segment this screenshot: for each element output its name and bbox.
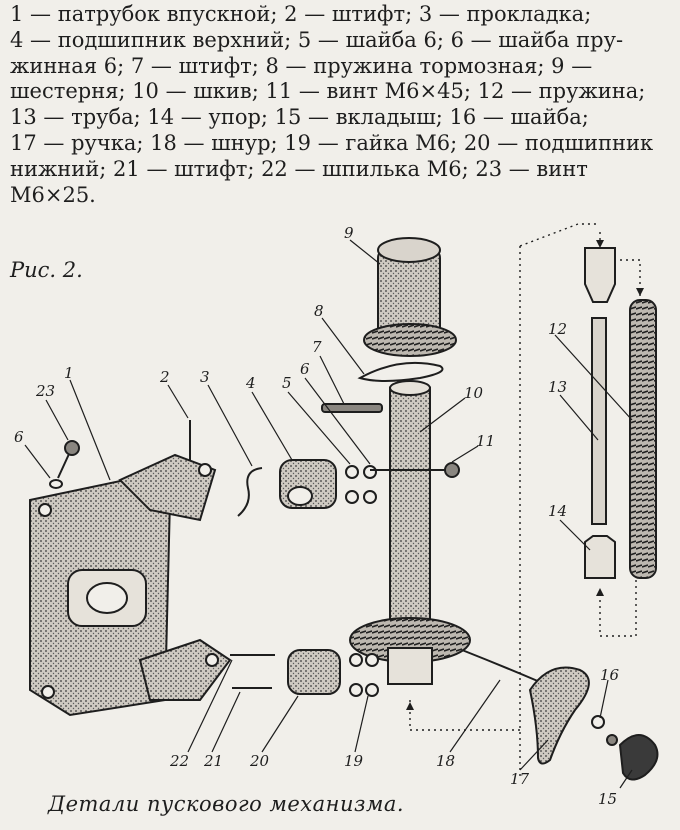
callout-7: 7	[312, 338, 322, 356]
figure-caption: Детали пускового механизма.	[48, 792, 405, 816]
washer	[345, 490, 359, 504]
washer	[363, 490, 377, 504]
brake-spring	[357, 361, 444, 382]
callout-14: 14	[548, 502, 567, 520]
parts-legend: 1 — патрубок впускной; 2 — штифт; 3 — пр…	[10, 2, 670, 208]
handle	[528, 666, 590, 765]
callout-13: 13	[548, 378, 567, 396]
callout-19: 19	[344, 752, 364, 770]
legend-line: 13 — труба; 14 — упор; 15 — вкладыш; 16 …	[10, 105, 589, 130]
gear	[363, 237, 457, 357]
spring-washer	[49, 479, 63, 489]
legend-line: 4 — подшипник верхний; 5 — шайба 6; 6 — …	[10, 27, 624, 52]
washer-16b	[606, 734, 618, 746]
legend-line: 1 — патрубок впускной; 2 — штифт; 3 — пр…	[10, 2, 592, 26]
callout-8: 8	[314, 302, 324, 320]
washer	[363, 465, 377, 479]
legend-line: М6×25.	[10, 182, 96, 207]
screw-m6x25	[57, 440, 80, 479]
legend-line: жинная 6; 7 — штифт; 8 — пружина тормозн…	[10, 53, 593, 78]
nut-m6	[365, 683, 379, 697]
callout-11: 11	[476, 432, 495, 450]
screw-head	[444, 462, 460, 478]
legend-line: нижний; 21 — штифт; 22 — шпилька М6; 23 …	[10, 156, 588, 181]
callout-3: 3	[200, 368, 210, 386]
callout-17: 17	[510, 770, 530, 788]
callout-20: 20	[249, 752, 270, 770]
nut-m6	[349, 653, 363, 667]
callout-10: 10	[464, 384, 484, 402]
pin-short	[321, 403, 383, 413]
callout-22: 22	[169, 752, 189, 770]
intake-manifold	[29, 453, 232, 717]
callout-6-left: 6	[14, 428, 24, 446]
gasket	[237, 467, 263, 517]
legend-line: 17 — ручка; 18 — шнур; 19 — гайка М6; 20…	[10, 130, 654, 155]
figure-label: Рис. 2.	[10, 258, 83, 282]
cord	[461, 649, 541, 683]
callout-23: 23	[35, 382, 55, 400]
lower-bearing	[287, 649, 341, 695]
callout-5: 5	[282, 374, 292, 392]
nut-m6	[365, 653, 379, 667]
liner	[618, 734, 659, 781]
callout-4: 4	[245, 374, 256, 392]
upper-bearing	[279, 459, 337, 509]
callout-2: 2	[159, 368, 170, 386]
callout-16: 16	[600, 666, 620, 684]
callout-21: 21	[203, 752, 223, 770]
callout-12: 12	[548, 320, 567, 338]
pulley	[349, 380, 471, 685]
callout-6: 6	[300, 360, 310, 378]
tube-assembly	[584, 247, 657, 579]
nut-m6	[349, 683, 363, 697]
washer-16	[591, 715, 605, 729]
callout-1: 1	[64, 364, 74, 382]
callout-18: 18	[436, 752, 455, 770]
legend-line: шестерня; 10 — шкив; 11 — винт М6×45; 12…	[10, 79, 646, 104]
washer	[345, 465, 359, 479]
callout-15: 15	[598, 790, 617, 808]
callout-9: 9	[344, 224, 354, 242]
